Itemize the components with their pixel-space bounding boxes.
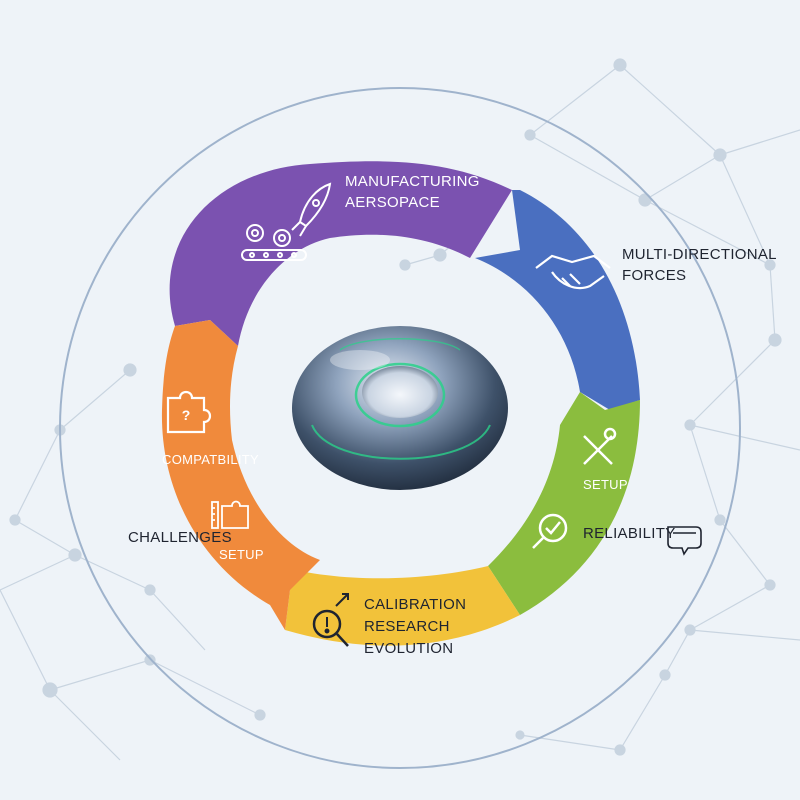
wrench-screwdriver-icon [583, 427, 617, 465]
label-manufacturing: MANUFACTURING [345, 173, 480, 190]
label-calibration: CALIBRATION [364, 596, 467, 613]
network-background [0, 58, 800, 761]
label-reliability: RELIABILITY [583, 525, 676, 542]
label-compatibility: COMPATBILITY [162, 452, 260, 467]
magnifier-check-icon [532, 513, 568, 549]
outer-ring [59, 87, 741, 769]
svg-text:?: ? [182, 407, 191, 423]
label-forces: FORCES [622, 267, 687, 284]
gears-conveyor-icon [241, 224, 307, 261]
label-evolution: EVOLUTION [364, 640, 454, 657]
label-setup-green: SETUP [583, 477, 628, 492]
label-aerospace: AERSOPACE [345, 194, 440, 211]
label-setup-orange: SETUP [219, 547, 264, 562]
label-multi-directional: MULTI-DIRECTIONAL [622, 246, 777, 263]
speech-bubble-icon [667, 526, 702, 556]
segment-compatibility [161, 320, 320, 630]
puzzle-ruler-icon [211, 500, 249, 529]
magnifier-chart-icon [312, 593, 349, 647]
label-challenges: CHALLENGES [128, 529, 232, 546]
rocket-icon [291, 182, 332, 237]
puzzle-question-icon: ? [166, 390, 212, 434]
torus-sensor-icon [292, 326, 508, 490]
segment-manufacturing [169, 161, 512, 346]
segment-setup-reliability [488, 392, 640, 615]
segment-calibration [275, 565, 520, 646]
segment-forces [475, 190, 640, 410]
label-research: RESEARCH [364, 618, 450, 635]
handshake-icon [535, 254, 611, 290]
